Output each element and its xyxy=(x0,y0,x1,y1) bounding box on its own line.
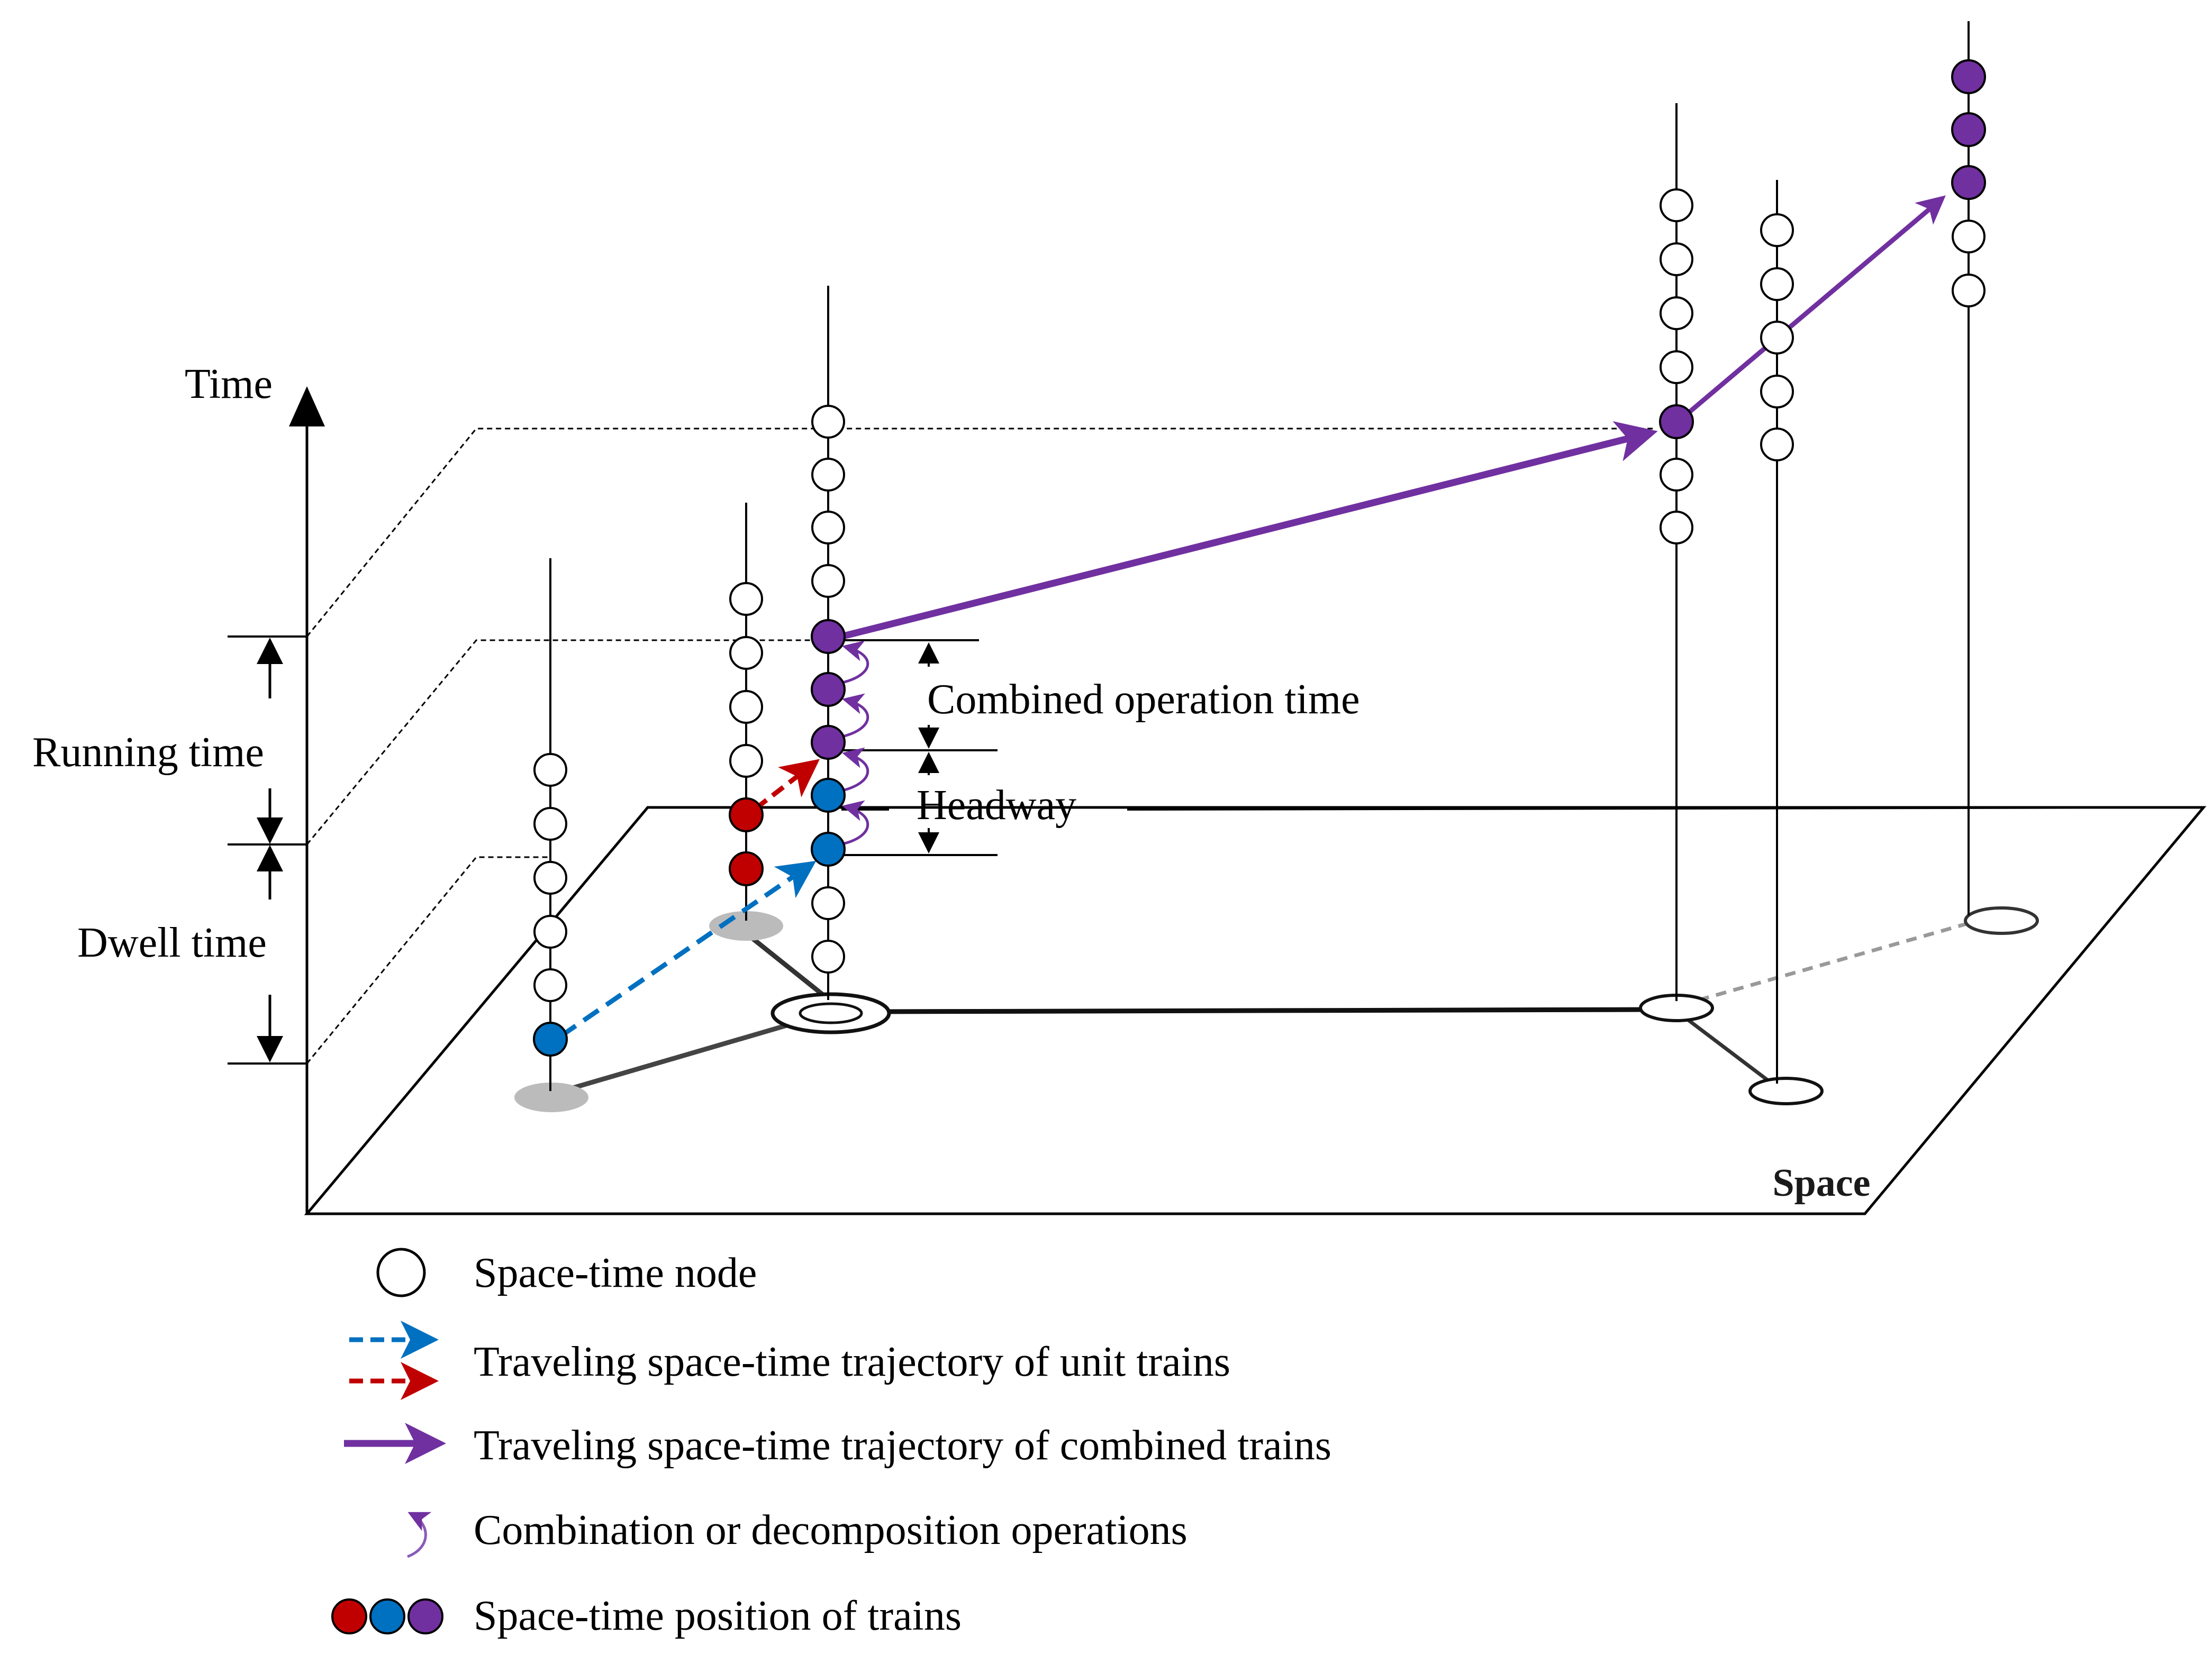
space-time-node xyxy=(533,753,567,787)
time-brackets: Running time Dwell time xyxy=(32,635,307,1065)
space-time-node xyxy=(811,511,845,544)
space-time-node xyxy=(811,405,845,439)
space-time-node xyxy=(1660,296,1693,330)
space-time-node xyxy=(811,886,845,920)
space-time-node xyxy=(811,458,845,492)
purple-train-position xyxy=(1659,404,1694,439)
time-axis-arrowhead xyxy=(289,386,325,426)
space-time-node xyxy=(533,861,567,895)
unit-train-trajectory-red xyxy=(754,759,820,811)
space-time-nodes xyxy=(533,59,1986,1057)
purple-train-position xyxy=(811,725,846,760)
unit-train-trajectory-blue xyxy=(559,860,817,1038)
space-time-node xyxy=(533,807,567,841)
space-time-node xyxy=(1760,375,1794,408)
dwell-time-label: Dwell time xyxy=(77,920,267,966)
combined-train-trajectory xyxy=(840,421,1658,640)
station-node xyxy=(1748,1077,1824,1105)
combination-arc xyxy=(842,747,869,792)
station-shadow xyxy=(709,911,783,941)
combination-arcs xyxy=(842,640,869,846)
network-edge xyxy=(547,1011,829,1098)
space-time-node xyxy=(1760,213,1794,247)
space-time-node xyxy=(1952,220,1986,253)
legend-text: Traveling space-time trajectory of unit … xyxy=(474,1339,1230,1385)
blue-train-position xyxy=(811,832,846,867)
space-time-node xyxy=(1952,274,1986,307)
combined-operation-time-label: Combined operation time xyxy=(927,676,1360,723)
space-time-node xyxy=(729,582,763,616)
projection-guides xyxy=(306,428,1656,1064)
combined-train-trajectory xyxy=(1684,195,1946,417)
trajectories xyxy=(559,195,1946,1038)
purple-train-position xyxy=(1951,165,1986,200)
legend-item: Combination or decomposition operations xyxy=(407,1507,1187,1558)
legend-text: Space-time node xyxy=(474,1250,757,1296)
space-time-node xyxy=(533,915,567,949)
purple-train-position xyxy=(1951,112,1986,147)
space-time-node xyxy=(811,564,845,598)
open-node-icon xyxy=(376,1248,426,1297)
time-axis: Time xyxy=(185,361,325,1214)
blue-train-position xyxy=(811,778,846,813)
space-time-node xyxy=(1760,321,1794,355)
network-edge xyxy=(1681,1014,1772,1084)
combination-arc xyxy=(842,800,869,846)
legend-text: Combination or decomposition operations xyxy=(474,1507,1187,1553)
time-axis-label: Time xyxy=(185,361,273,407)
space-time-node xyxy=(729,744,763,778)
space-time-node xyxy=(1660,188,1693,222)
space-time-node xyxy=(1660,511,1693,544)
space-time-node xyxy=(729,690,763,724)
headway-brackets: Combined operation time Headway xyxy=(841,639,2204,856)
legend-item: Space-time position of trains xyxy=(331,1593,962,1639)
combination-arc xyxy=(842,640,869,684)
space-time-node xyxy=(811,940,845,974)
network-edge xyxy=(1698,921,1969,1002)
legend-item: Traveling space-time trajectory of unit … xyxy=(349,1321,1230,1400)
combination-arc xyxy=(842,693,869,738)
station-node xyxy=(1964,906,2039,935)
running-time-label: Running time xyxy=(32,729,264,776)
purple-train-position xyxy=(811,619,846,654)
legend-text: Traveling space-time trajectory of combi… xyxy=(474,1422,1331,1469)
purple-train-position xyxy=(1951,59,1986,94)
station-shadow xyxy=(514,1083,588,1112)
space-time-node xyxy=(1660,458,1693,492)
space-time-node xyxy=(1760,428,1794,461)
legend: Space-time node Traveling space-time tra… xyxy=(331,1248,1331,1639)
space-time-node xyxy=(1660,350,1693,384)
space-plane: Space xyxy=(304,806,2207,1215)
network-edge xyxy=(875,1007,1652,1014)
purple-train-position xyxy=(811,672,846,707)
dashed-arrows-icon xyxy=(349,1321,439,1400)
red-train-position xyxy=(729,851,764,886)
legend-item: Traveling space-time trajectory of combi… xyxy=(344,1422,1331,1469)
headway-label: Headway xyxy=(917,782,1076,829)
space-axis-label: Space xyxy=(1773,1161,1871,1205)
curved-arrow-icon xyxy=(407,1512,432,1558)
legend-text: Space-time position of trains xyxy=(474,1593,962,1639)
space-time-node xyxy=(533,968,567,1002)
red-train-position xyxy=(729,797,764,832)
space-time-node xyxy=(729,636,763,670)
blue-train-position xyxy=(533,1022,568,1057)
legend-item: Space-time node xyxy=(376,1248,757,1297)
space-time-node xyxy=(1760,267,1794,301)
colored-nodes-icon xyxy=(331,1598,443,1634)
space-time-node xyxy=(1660,242,1693,276)
